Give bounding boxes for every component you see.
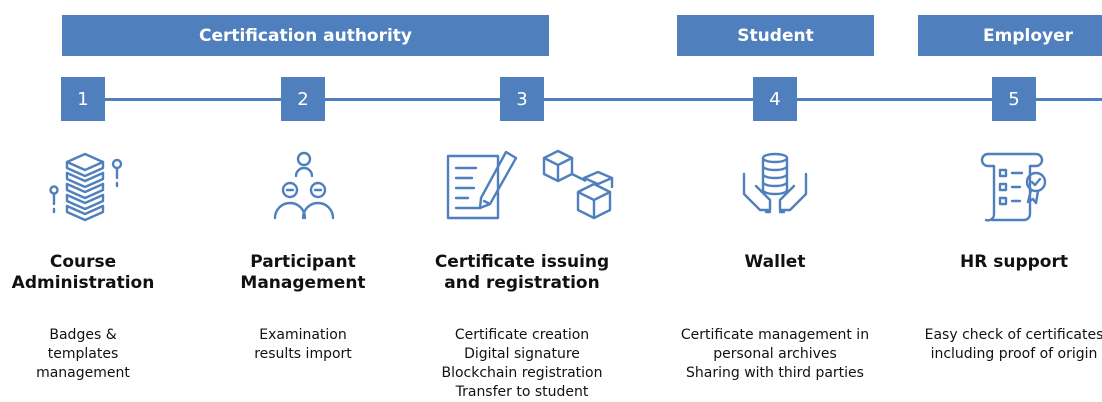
step-5-title: HR support <box>960 252 1068 272</box>
banner-employer: Employer <box>918 15 1102 56</box>
timeline-line <box>83 98 1102 101</box>
wallet-hands-coins-icon <box>730 146 820 226</box>
banner-student: Student <box>677 15 874 56</box>
step-number-5: 5 <box>992 77 1036 121</box>
step-number-1: 1 <box>61 77 105 121</box>
step-number-2: 2 <box>281 77 325 121</box>
step-4-title: Wallet <box>744 252 806 272</box>
banner-certification-authority: Certification authority <box>62 15 549 56</box>
participants-group-icon <box>259 146 349 226</box>
blockchain-cubes-icon <box>532 146 632 226</box>
document-pen-icon <box>440 146 530 226</box>
step-number-3: 3 <box>500 77 544 121</box>
stacked-database-icon <box>40 146 130 226</box>
certificate-checklist-icon <box>968 146 1058 226</box>
step-number-4: 4 <box>753 77 797 121</box>
